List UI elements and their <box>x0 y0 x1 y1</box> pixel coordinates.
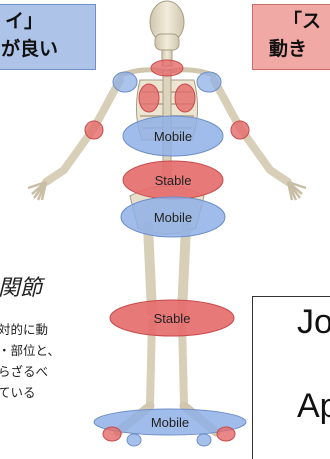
mobility-callout-line-1: イ」 <box>5 9 43 34</box>
panel-line-2: Ap <box>297 387 330 426</box>
joint-description-line: ている <box>0 382 60 403</box>
foot-left-marker <box>103 427 121 441</box>
ankle-label: Mobile <box>151 415 189 430</box>
neck-stable-marker <box>151 60 183 76</box>
joint-description-line: らざるべ <box>0 361 60 382</box>
heel-right-marker <box>197 434 211 446</box>
stability-callout-line-2: 動き <box>269 37 307 62</box>
joint-description-line: 対的に動 <box>0 319 60 340</box>
joint-approach-panel: Jo Ap <box>252 296 330 459</box>
heel-left-marker <box>127 434 141 446</box>
shoulder-left-marker <box>113 72 137 92</box>
knee-label: Stable <box>154 311 191 326</box>
joint-markers <box>85 60 249 446</box>
joint-description: 対的に動 ・部位と、 らざるべ ている <box>0 319 60 403</box>
elbow-right-marker <box>231 121 249 139</box>
hip-label: Mobile <box>154 210 192 225</box>
joint-heading: 関節 <box>0 270 42 302</box>
foot-right-marker <box>217 427 235 441</box>
mobility-callout-line-2: が良い <box>1 37 58 62</box>
stability-callout: 「ス 動き <box>252 4 330 70</box>
elbow-left-marker <box>85 121 103 139</box>
scapula-left-marker <box>139 84 159 112</box>
mobility-callout: イ」 が良い <box>0 4 96 70</box>
shoulder-right-marker <box>197 72 221 92</box>
lumbar-label: Stable <box>155 173 192 188</box>
joint-description-line: ・部位と、 <box>0 340 60 361</box>
panel-line-1: Jo <box>297 303 330 342</box>
chest-label: Mobile <box>154 129 192 144</box>
stability-callout-line-1: 「ス <box>283 9 321 34</box>
scapula-right-marker <box>175 84 195 112</box>
